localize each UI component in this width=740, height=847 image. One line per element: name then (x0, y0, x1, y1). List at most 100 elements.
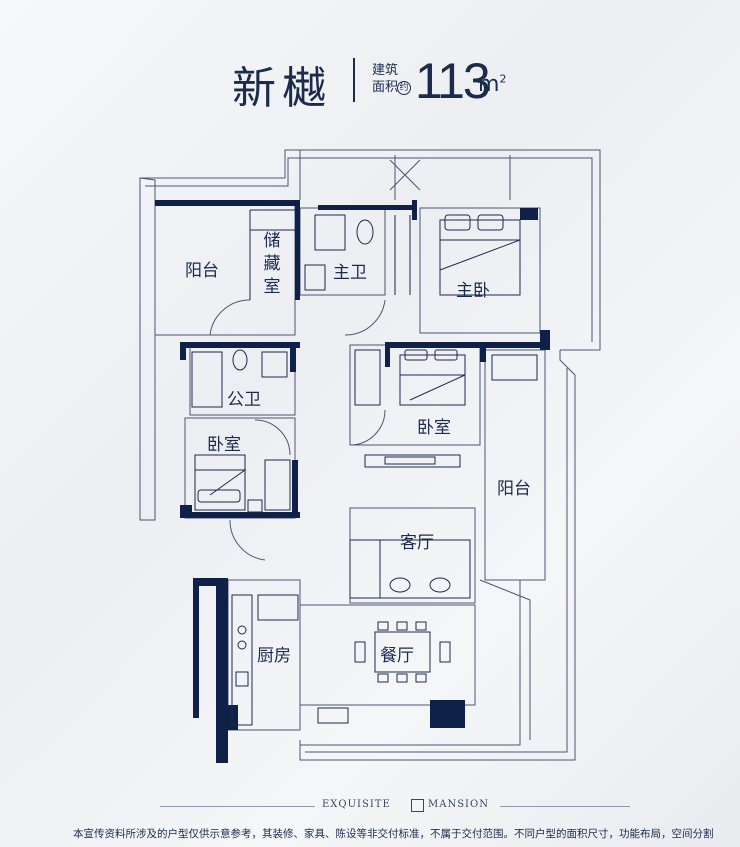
area-unit-base: m (478, 72, 500, 97)
door-arc-3 (254, 419, 291, 456)
lower-right-outline (300, 580, 521, 746)
wall-kitchen-outer (193, 578, 199, 718)
master-bed (439, 219, 521, 296)
stove-burner-2 (237, 640, 247, 650)
right-outline (299, 350, 576, 761)
right-pillow-1 (404, 349, 428, 361)
room-label-kitchen: 厨房 (257, 646, 291, 666)
brand-footer: EXQUISITE MANSION (0, 798, 740, 814)
dining-outline (299, 604, 476, 706)
tv (384, 456, 436, 465)
door-arc-1 (209, 299, 251, 336)
master-blanket (439, 239, 521, 271)
storage-shelves (249, 209, 295, 300)
right-blanket (400, 374, 466, 401)
cushion-2 (429, 577, 451, 593)
right-outline-inner (305, 368, 568, 753)
wall-column-top-right (520, 208, 538, 220)
title-divider (353, 58, 355, 102)
right-pillow-2 (434, 349, 458, 361)
wall-storage-right (295, 200, 300, 300)
dining-sink (317, 707, 349, 724)
brand-line-right (500, 806, 630, 807)
tv-cabinet (364, 454, 461, 468)
brand-text-left: EXQUISITE (322, 799, 391, 810)
wall-corner-bl (180, 505, 192, 518)
master-bedroom-outline (419, 207, 541, 334)
room-label-balcony-right: 阳台 (497, 479, 531, 499)
top-outline-inner (145, 157, 593, 342)
left-pillow (197, 489, 241, 503)
room-label-master-bedroom: 主卧 (456, 281, 490, 301)
stove-burner-1 (237, 625, 247, 635)
wall-top-left (155, 200, 300, 206)
sofa-chaise (349, 539, 381, 599)
room-label-balcony-top-left: 阳台 (185, 261, 219, 281)
public-sink (261, 351, 288, 378)
lower-right-diagonal (479, 579, 531, 740)
room-label-public-bath: 公卫 (227, 390, 261, 410)
right-bed (399, 354, 466, 406)
right-balcony-outline (484, 349, 546, 581)
chair-2 (396, 621, 408, 631)
master-closet (394, 215, 411, 295)
left-terrace-outline (139, 177, 156, 521)
area-value: 113 (415, 53, 491, 109)
balcony-sink (491, 354, 538, 381)
area-approx-badge: 约 (397, 81, 411, 95)
public-toilet (232, 349, 248, 371)
brand-line-left (160, 806, 315, 807)
room-label-storage: 储藏室 (263, 231, 281, 297)
wall-dining-column (430, 700, 465, 728)
wall-column-right (540, 330, 550, 350)
area-unit: m2 (478, 72, 506, 97)
chair-4 (377, 673, 389, 683)
wall-bedroom-bottom (180, 512, 300, 518)
wall-bath-top (318, 205, 413, 210)
top-outline (140, 149, 601, 351)
room-label-bedroom-left: 卧室 (207, 435, 241, 455)
chair-3 (415, 621, 427, 631)
door-arc-4 (349, 409, 386, 446)
living-room-outline (349, 507, 476, 604)
wall-bedroom-top (385, 342, 545, 348)
cushion-1 (389, 577, 411, 593)
dining-table (374, 631, 431, 673)
area-unit-exponent: 2 (499, 72, 507, 86)
wall-kitchen-left (216, 578, 228, 763)
public-shower (191, 351, 223, 408)
top-window-x (389, 159, 421, 191)
chair-6 (415, 673, 427, 683)
chair-7 (354, 641, 366, 663)
kitchen-fridge (257, 594, 299, 621)
door-arc-5 (229, 519, 266, 561)
wall-balcony-post (480, 342, 486, 362)
room-label-living-room: 客厅 (400, 533, 434, 553)
room-label-dining-room: 餐厅 (380, 646, 414, 666)
master-sink (304, 264, 326, 291)
door-arc-2 (344, 299, 386, 336)
shower (314, 214, 346, 251)
master-pillow-1 (444, 214, 471, 231)
chair-1 (377, 621, 389, 631)
brand-logo-icon (411, 799, 424, 812)
chair-8 (439, 641, 451, 663)
room-label-bedroom-right: 卧室 (417, 418, 451, 438)
wall-bath-post (412, 200, 417, 220)
wall-public-bath-post (180, 342, 186, 360)
outer-outline (139, 149, 601, 761)
wall-public-bath-right (290, 342, 296, 372)
furniture (191, 209, 538, 726)
structural-walls (155, 200, 550, 763)
master-toilet (356, 219, 374, 245)
chair-5 (396, 673, 408, 683)
left-wardrobe (264, 459, 291, 511)
left-bed (194, 454, 246, 511)
wall-kitchen-column (228, 705, 238, 730)
brand-text-right: MANSION (428, 799, 489, 810)
kitchen-counter (231, 594, 253, 726)
kitchen-sink (235, 671, 249, 687)
disclaimer-text: 本宣传资料所涉及的户型仅供示意参考，其装修、家具、陈设等非交付标准，不属于交付范… (73, 828, 713, 840)
